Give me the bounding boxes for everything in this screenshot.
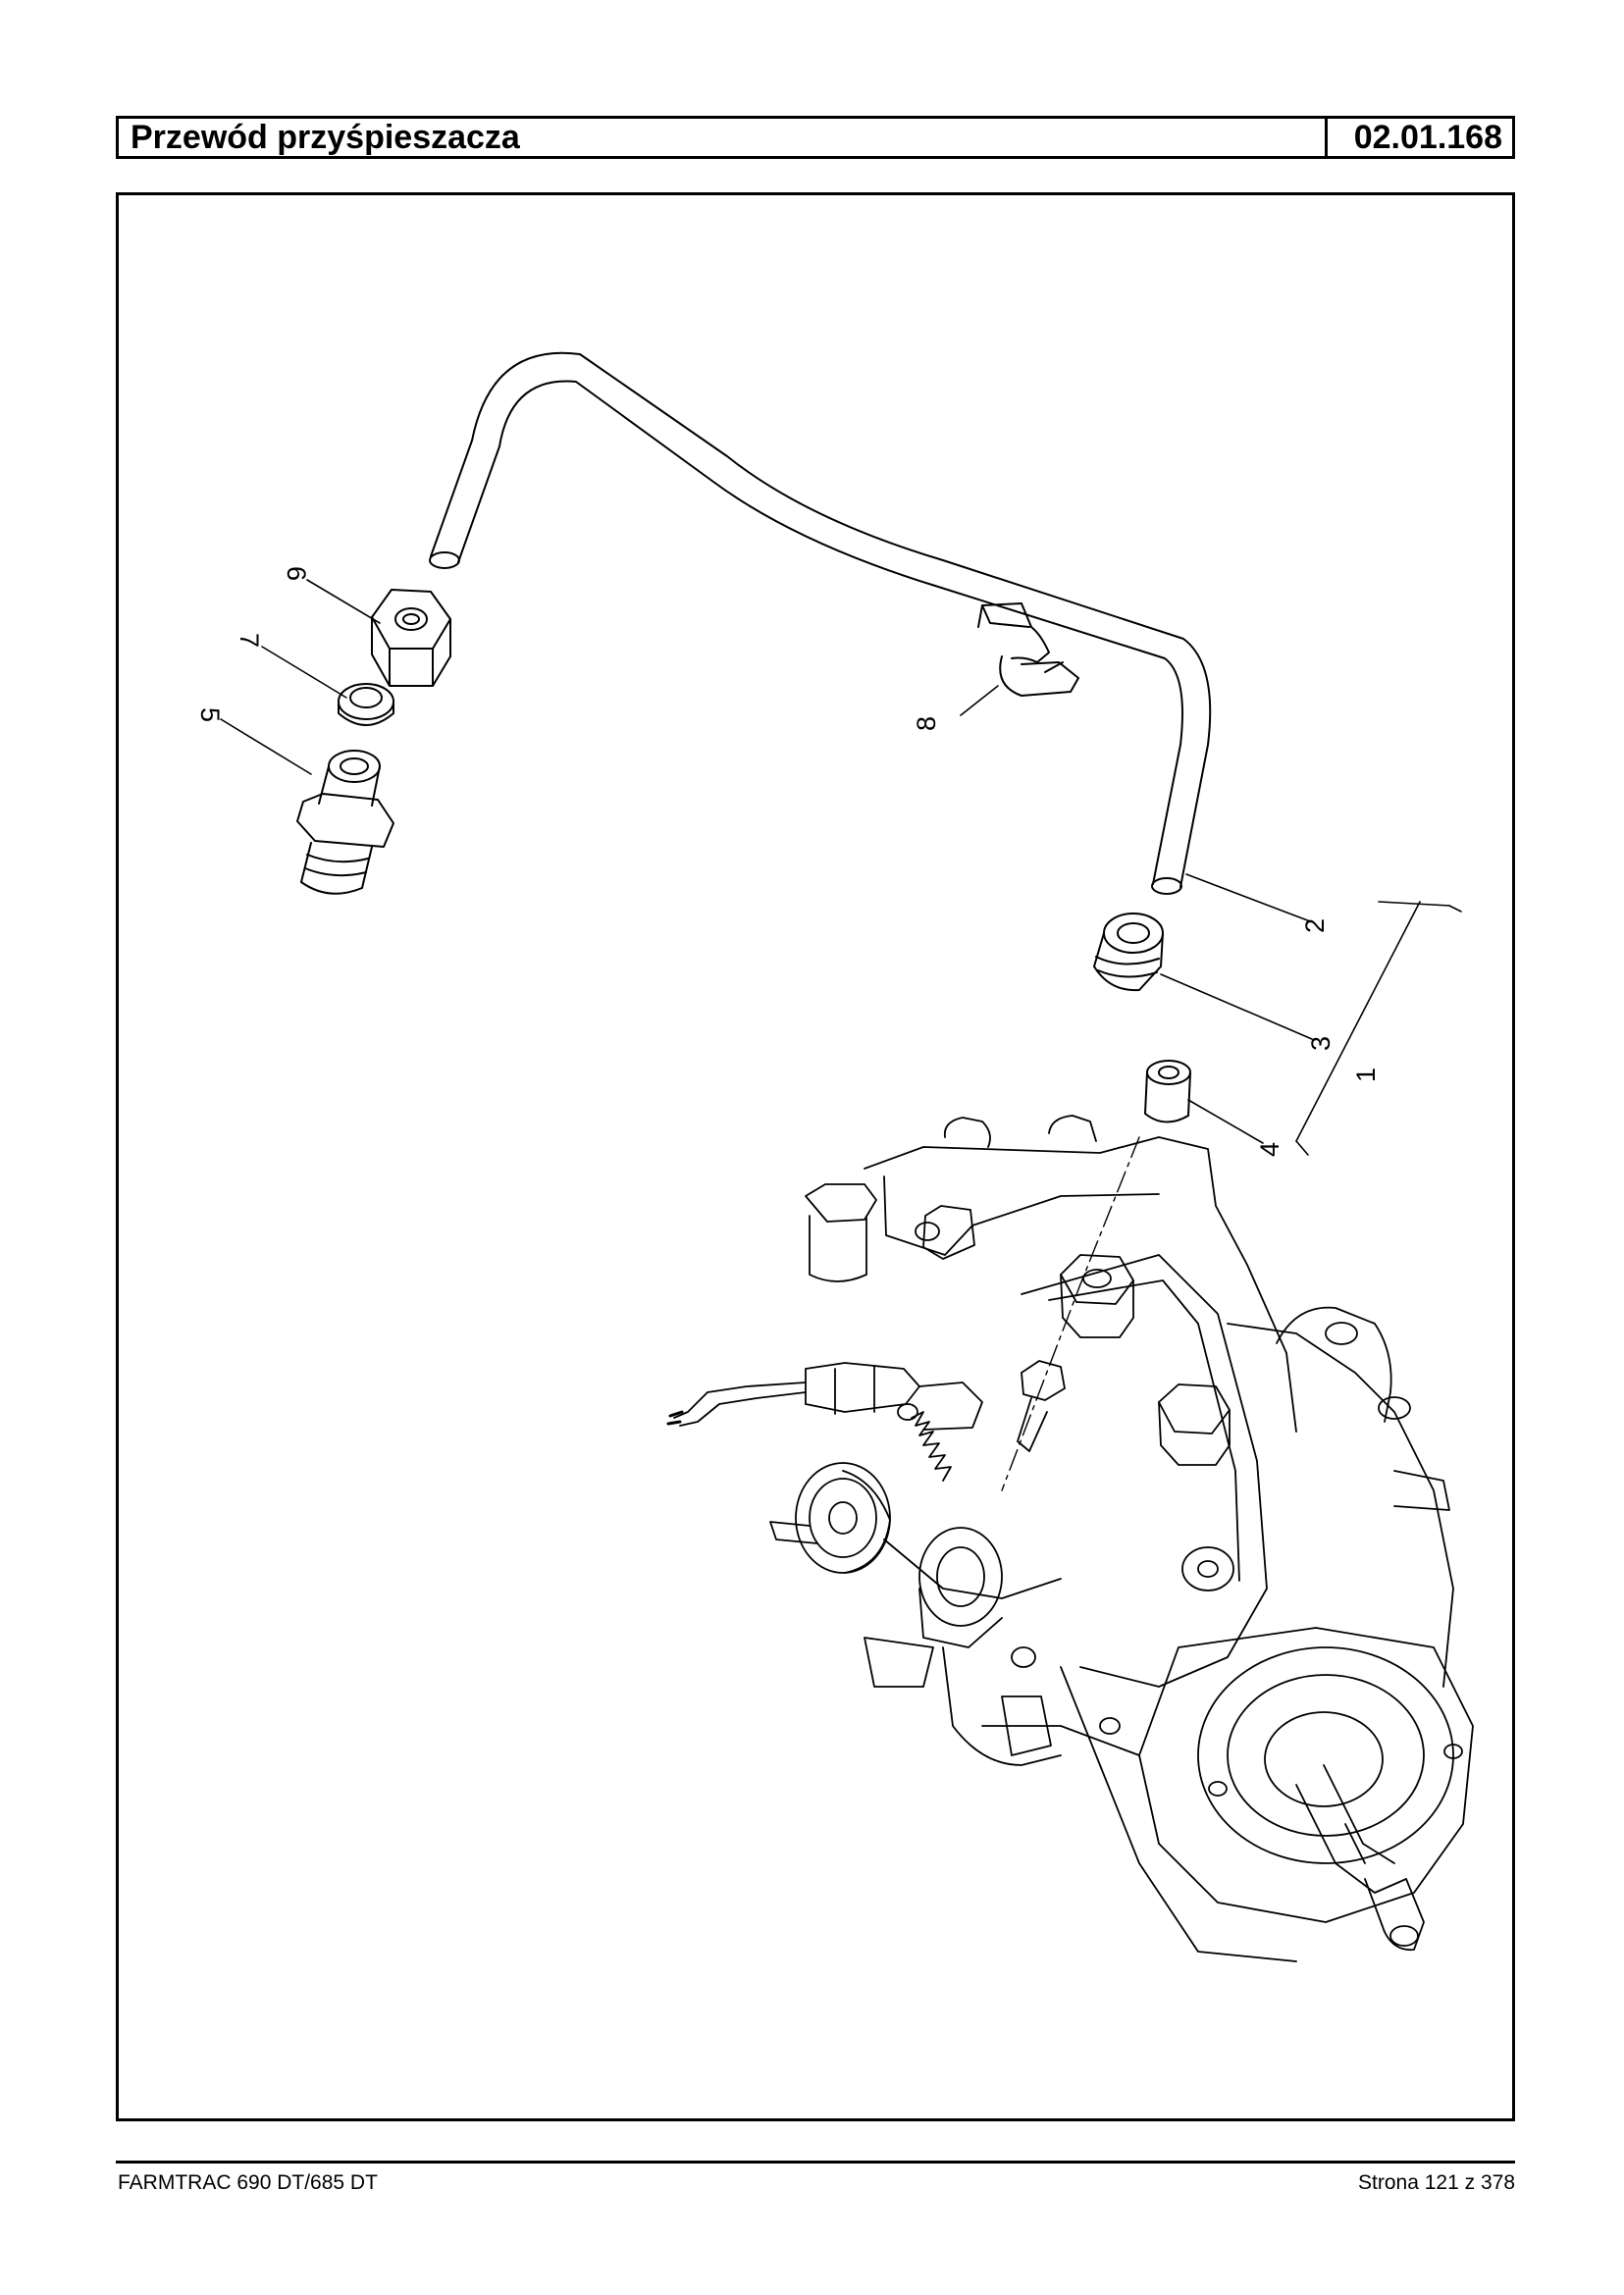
- connector-5: [296, 750, 394, 895]
- part-group-code: 02.01.168: [1353, 119, 1502, 156]
- callout-4: 4: [1255, 1142, 1284, 1157]
- union-nut-6: [371, 589, 451, 687]
- callout-1: 1: [1351, 1068, 1381, 1082]
- leader-lines: [220, 579, 1462, 1156]
- callout-2: 2: [1300, 918, 1330, 933]
- drawing-frame: 6 7 5 8 2 3 1 4: [116, 192, 1515, 2121]
- pipe-clip-8: [977, 602, 1079, 697]
- callout-5: 5: [195, 707, 225, 722]
- sleeve-4: [1144, 1060, 1191, 1123]
- exploded-parts-drawing: 6 7 5 8 2 3 1 4: [195, 351, 1474, 1962]
- olive-ring-7: [338, 683, 394, 726]
- footer-model: FARMTRAC 690 DT/685 DT: [118, 2171, 378, 2194]
- callout-6: 6: [282, 566, 311, 581]
- page-title: Przewód przyśpieszacza: [119, 119, 1328, 156]
- callout-labels: 6 7 5 8 2 3 1 4: [195, 566, 1381, 1157]
- callout-8: 8: [912, 716, 941, 731]
- callout-3: 3: [1306, 1036, 1336, 1051]
- callout-7: 7: [235, 633, 264, 648]
- footer-rule: [116, 2161, 1515, 2164]
- page-header: Przewód przyśpieszacza 02.01.168: [116, 116, 1515, 159]
- injection-pump: [666, 1115, 1474, 1962]
- accelerator-pipe: [429, 351, 1212, 895]
- footer-page-number: Strona 121 z 378: [1358, 2171, 1515, 2194]
- union-nut-3: [1093, 913, 1164, 992]
